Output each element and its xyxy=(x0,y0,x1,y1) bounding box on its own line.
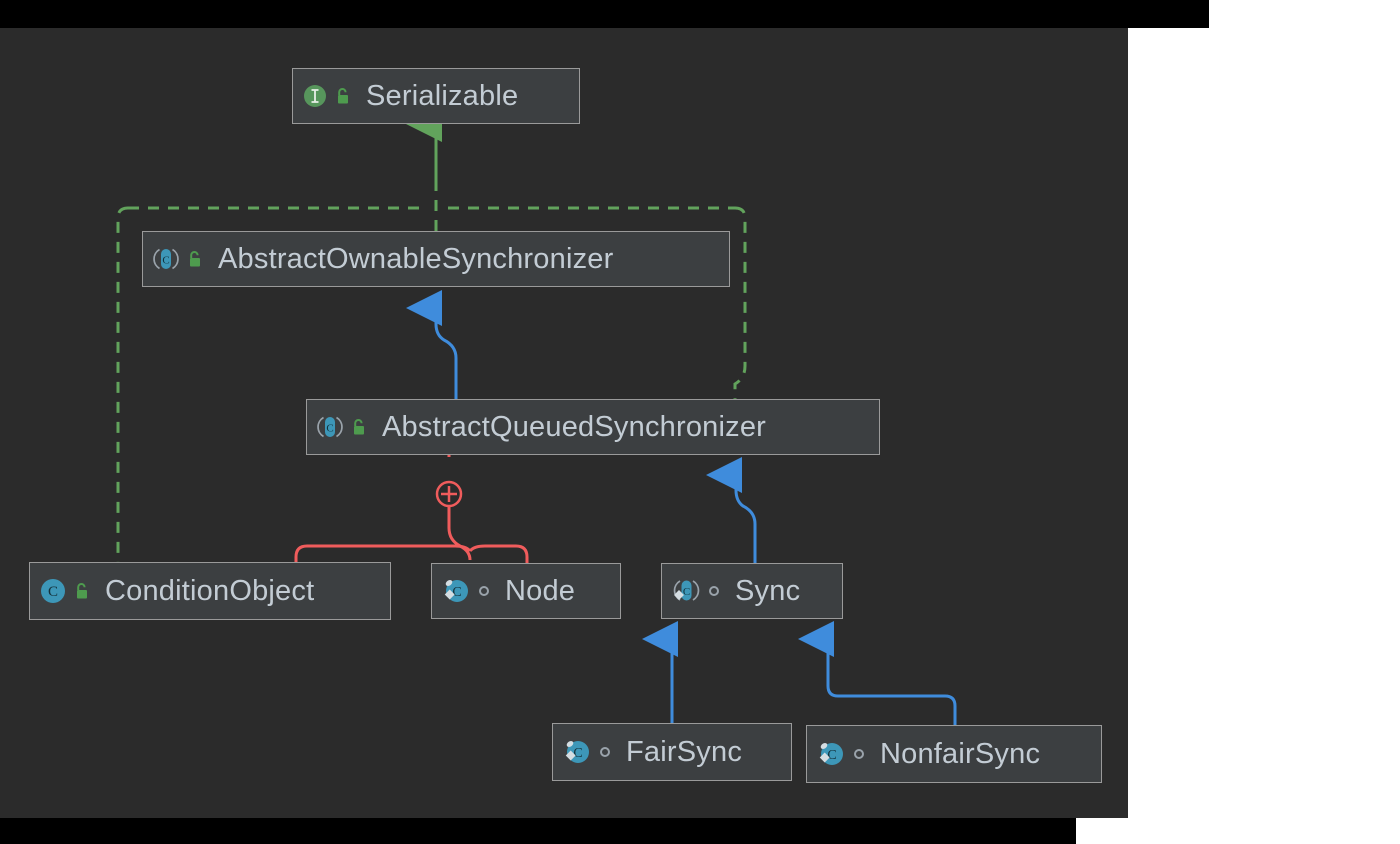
svg-text:C: C xyxy=(683,586,690,598)
node-icon-group: C xyxy=(563,738,612,766)
abstract-class-icon: C xyxy=(317,416,343,438)
class-node-fair-sync[interactable]: C FairSync xyxy=(552,723,792,781)
node-icon-group: C xyxy=(40,578,91,604)
node-icon-group: C xyxy=(442,577,491,605)
class-node-label: Sync xyxy=(735,574,801,607)
class-node-label: AbstractOwnableSynchronizer xyxy=(218,242,614,275)
edge-extends-aqs-aos xyxy=(406,290,458,399)
edge-inner-class xyxy=(294,455,529,563)
unlock-icon xyxy=(354,419,364,435)
edge-implements-serializable xyxy=(116,106,747,562)
svg-text:C: C xyxy=(48,584,58,600)
package-private-icon xyxy=(854,749,864,759)
letterbox-top xyxy=(0,0,1209,28)
package-private-icon xyxy=(479,586,489,596)
class-node-node[interactable]: C Node xyxy=(431,563,621,619)
class-node-condition-object[interactable]: C ConditionObject xyxy=(29,562,391,620)
unlock-icon xyxy=(77,583,87,599)
svg-text:C: C xyxy=(452,585,461,600)
class-node-serializable[interactable]: Serializable xyxy=(292,68,580,124)
plus-circle-icon xyxy=(435,480,463,508)
unlock-icon xyxy=(338,88,348,104)
uml-diagram-canvas[interactable]: Serializable C AbstractOwnableSynchroniz… xyxy=(0,28,1128,818)
edge-extends-nonfairsync-sync xyxy=(798,621,957,725)
node-icon-group: C xyxy=(153,247,204,271)
class-node-abstract-ownable-synchronizer[interactable]: C AbstractOwnableSynchronizer xyxy=(142,231,730,287)
static-class-icon: C xyxy=(565,741,589,763)
package-private-icon xyxy=(600,747,610,757)
static-abstract-class-icon: C xyxy=(673,580,700,601)
static-class-icon: C xyxy=(444,580,468,602)
svg-text:C: C xyxy=(827,748,836,763)
letterbox-bottom xyxy=(0,818,1076,844)
node-icon-group xyxy=(303,84,352,108)
svg-text:C: C xyxy=(573,746,582,761)
edge-extends-sync-aqs xyxy=(706,457,757,563)
interface-icon xyxy=(304,85,326,107)
class-node-label: FairSync xyxy=(626,735,743,768)
class-node-label: ConditionObject xyxy=(105,574,315,607)
unlock-icon xyxy=(190,251,200,267)
svg-text:C: C xyxy=(326,423,333,435)
class-node-label: NonfairSync xyxy=(880,737,1041,770)
class-node-label: Serializable xyxy=(366,79,519,112)
class-node-nonfair-sync[interactable]: C NonfairSync xyxy=(806,725,1102,783)
class-node-label: AbstractQueuedSynchronizer xyxy=(382,410,767,443)
class-icon: C xyxy=(41,579,65,603)
abstract-class-icon: C xyxy=(153,248,179,270)
node-icon-group: C xyxy=(817,740,866,768)
node-icon-group: C xyxy=(317,415,368,439)
svg-text:C: C xyxy=(162,255,169,267)
class-node-sync[interactable]: C Sync xyxy=(661,563,843,619)
class-node-abstract-queued-synchronizer[interactable]: C AbstractQueuedSynchronizer xyxy=(306,399,880,455)
static-class-icon: C xyxy=(819,743,843,765)
node-icon-group: C xyxy=(672,578,721,604)
package-private-icon xyxy=(709,586,719,596)
class-node-label: Node xyxy=(505,574,576,607)
